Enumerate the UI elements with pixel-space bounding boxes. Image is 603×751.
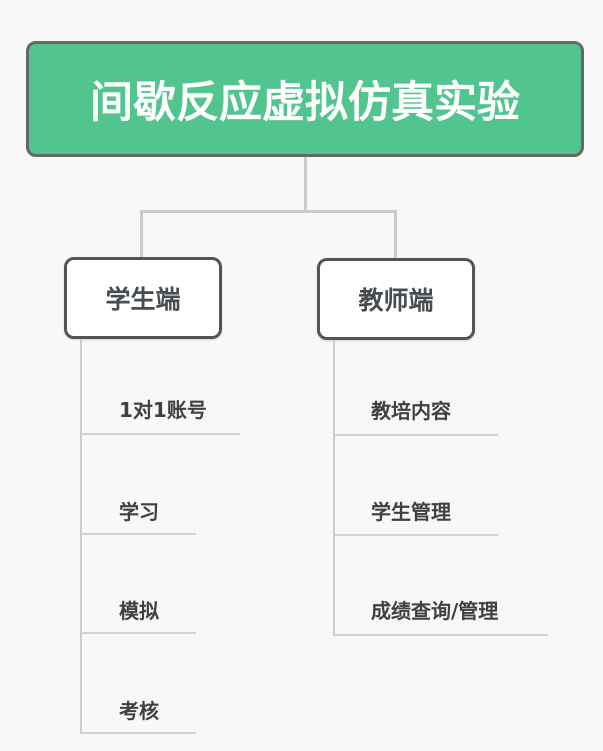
branch-student-label: 学生端 — [105, 285, 181, 314]
teacher-connector-vertical — [394, 210, 397, 259]
teacher-children-spine — [333, 340, 335, 636]
student-item-simulate[interactable]: 模拟 — [119, 599, 159, 623]
teacher-item-training-content-underline — [334, 434, 498, 436]
teacher-item-student-management-underline — [334, 534, 498, 536]
student-item-exam[interactable]: 考核 — [119, 699, 159, 723]
root-connector-vertical — [304, 154, 307, 212]
student-item-account-underline — [81, 433, 240, 435]
student-item-simulate-underline — [81, 632, 196, 634]
branch-teacher-label: 教师端 — [358, 286, 434, 315]
teacher-item-grades[interactable]: 成绩查询/管理 — [371, 599, 499, 623]
teacher-item-training-content[interactable]: 教培内容 — [371, 399, 451, 423]
branch-connector-horizontal — [140, 210, 397, 213]
student-item-account[interactable]: 1对1账号 — [119, 398, 207, 422]
branch-teacher[interactable]: 教师端 — [317, 258, 475, 340]
student-item-study-underline — [81, 533, 196, 535]
student-connector-vertical — [140, 210, 143, 258]
student-children-spine — [80, 340, 82, 734]
root-title: 间歇反应虚拟仿真实验 — [90, 78, 520, 128]
student-item-exam-underline — [81, 732, 196, 734]
root-topic[interactable]: 间歇反应虚拟仿真实验 — [26, 41, 584, 157]
teacher-item-grades-underline — [334, 634, 548, 636]
teacher-item-student-management[interactable]: 学生管理 — [371, 500, 451, 524]
branch-student[interactable]: 学生端 — [64, 257, 222, 339]
student-item-study[interactable]: 学习 — [119, 500, 159, 524]
